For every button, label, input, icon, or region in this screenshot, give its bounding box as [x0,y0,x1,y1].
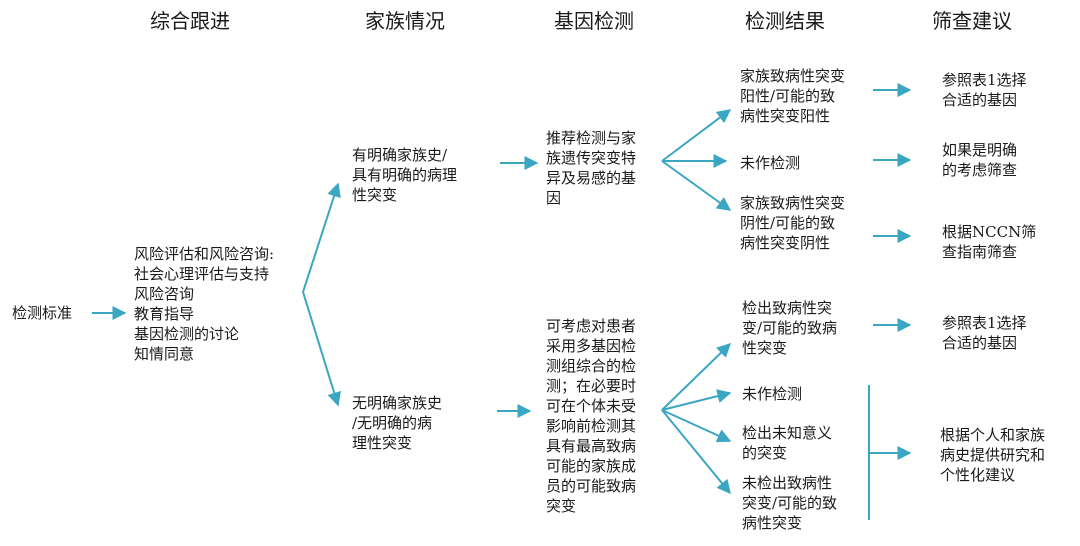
arrow-testing2-to-vus [661,409,732,443]
start-node: 检测标准 [12,304,73,322]
arrow-followup-to-with-history [302,182,341,293]
result-untested: 未作检测 [740,154,801,172]
header-screening: 筛查建议 [932,9,1012,33]
header-testing: 基因检测 [554,9,634,33]
result-negative: 家族致病性突变 阴性/可能的致 病性突变阴性 [740,194,846,252]
followup-title: 风险评估和风险咨询: [134,245,275,263]
arrow-testing-to-positive [661,109,732,162]
followup-item: 教育指导 [134,305,195,323]
result2-positive: 检出致病性突 变/可能的致病 性突变 [742,299,838,357]
family-with-history: 有明确家族史/ 具有明确的病理 性突变 [352,146,458,204]
followup-item: 社会心理评估与支持 [134,265,270,283]
screening-4: 参照表1选择 合适的基因 [942,314,1027,352]
screening-3: 根据NCCN筛 查指南筛查 [942,223,1037,261]
result2-negative: 未检出致病性 突变/可能的致 病性突变 [742,474,838,532]
header-followup: 综合跟进 [150,9,230,33]
result2-untested: 未作检测 [742,385,803,403]
arrow-testing-to-negative [661,160,732,211]
arrow-testing2-to-untested [661,389,732,411]
arrow-testing2-to-negative [661,409,731,495]
screening-1: 参照表1选择 合适的基因 [942,71,1027,109]
header-results: 检测结果 [745,9,825,33]
screening-5: 根据个人和家族 病史提供研究和 个性化建议 [940,426,1046,484]
followup-item: 知情同意 [134,345,195,363]
followup-item: 风险咨询 [134,285,195,303]
header-family: 家族情况 [365,9,445,33]
result-positive: 家族致病性突变 阳性/可能的致 病性突变阳性 [740,67,846,125]
followup-block: 风险评估和风险咨询: 社会心理评估与支持 风险咨询 教育指导 基因检测的讨论 知… [134,244,274,364]
testing-without-history: 可考虑对患者 采用多基因检 测组综合的检 测；在必要时 可在个体未受 影响前检测… [546,317,637,515]
arrow-followup-to-without-history [302,291,341,407]
result2-vus: 检出未知意义 的突变 [742,424,833,462]
screening-2: 如果是明确 的考虑筛查 [942,141,1018,179]
family-without-history: 无明确家族史 /无明确的病 理性突变 [352,394,443,452]
followup-item: 基因检测的讨论 [134,325,240,343]
testing-with-history: 推荐检测与家 族遗传突变特 异及易感的基 因 [546,129,637,207]
arrow-testing2-to-positive [661,343,732,411]
